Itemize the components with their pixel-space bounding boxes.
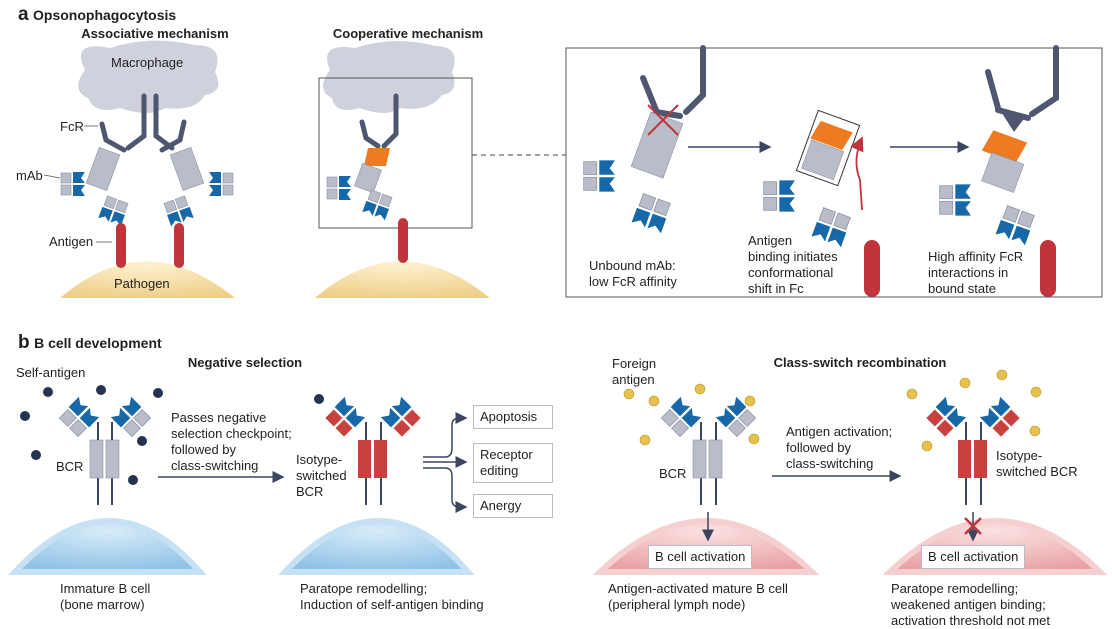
immature-cell-caption: Immature B cell (bone marrow) [60, 581, 151, 612]
outcome-apoptosis: Apoptosis [473, 405, 553, 429]
macrophage-cell-2 [322, 40, 455, 114]
antigen-left [116, 223, 126, 268]
macrophage-cell [78, 40, 219, 113]
foreign-antigen-label: Foreign antigen [612, 356, 657, 387]
b-cell-activation-box-2: B cell activation [921, 545, 1026, 569]
fcr-receptors [99, 93, 187, 153]
class-switch-arrow-text: Antigen activation; followed by class-sw… [786, 424, 893, 471]
panel-b-letter: b [18, 332, 30, 353]
fcr-label: FcR [60, 119, 84, 134]
inset-region-box [318, 77, 473, 229]
pathogen-cell [60, 261, 235, 298]
fc-orange-cooperative [364, 148, 390, 166]
bcr-label-1: BCR [56, 459, 84, 474]
panel-b-heading: b B cell development [18, 332, 162, 354]
panel-b-title: B cell development [34, 335, 162, 351]
mab-left [60, 146, 130, 227]
mature-cell-caption: Antigen-activated mature B cell (periphe… [608, 581, 788, 612]
bcr-immature [57, 396, 153, 505]
panel-a-title: Opsonophagocytosis [33, 7, 177, 23]
foreign-antigen-dots [623, 369, 1042, 452]
switched-b-cell [278, 518, 475, 575]
associative-title: Associative mechanism [81, 26, 229, 41]
bcr-label-2: BCR [659, 466, 687, 481]
antigen-inset-3 [1040, 240, 1056, 297]
negative-selection-arrow-text: Passes negative selection checkpoint; fo… [171, 410, 292, 473]
inset-step1-caption: Unbound mAb: low FcR affinity [589, 258, 677, 289]
switched-bcr-label-1: Isotype- switched BCR [296, 452, 347, 499]
panel-a-heading: a Opsonophagocytosis [18, 4, 176, 26]
self-antigen-label: Self-antigen [16, 365, 86, 380]
antigen-right [174, 223, 184, 268]
macrophage-label: Macrophage [111, 55, 184, 70]
outcome-anergy: Anergy [473, 494, 553, 518]
antigen-inset-2 [864, 240, 880, 297]
blocked-x-icon [964, 517, 982, 535]
mab-label: mAb [16, 168, 43, 183]
pathogen-cell-2 [315, 261, 490, 298]
class-switch-title: Class-switch recombination [773, 355, 947, 370]
outcome-receptor-editing: Receptor editing [473, 443, 553, 483]
bcr-mature-switched [926, 396, 1020, 505]
inset-step2-caption: Antigen binding initiates conformational… [748, 233, 838, 296]
inset-step3-caption: High affinity FcR interactions in bound … [928, 249, 1024, 296]
b-cell-activation-box-1: B cell activation [648, 545, 753, 569]
mab-right [162, 146, 234, 227]
switched-cell-caption: Paratope remodelling; Induction of self-… [300, 581, 484, 612]
pathogen-label: Pathogen [114, 276, 170, 291]
switched-bcr-label-2: Isotype- switched BCR [996, 448, 1078, 479]
antigen-label: Antigen [49, 234, 94, 249]
panel-a-letter: a [18, 4, 29, 25]
switched-mature-cell-caption: Paratope remodelling; weakened antigen b… [891, 581, 1050, 628]
negative-selection-title: Negative selection [187, 355, 303, 370]
bcr-mature [659, 396, 758, 505]
antigen-coop [398, 218, 408, 263]
inset-box [565, 47, 1103, 298]
self-antigen-dots [20, 385, 324, 485]
cooperative-title: Cooperative mechanism [332, 26, 484, 41]
immature-b-cell [8, 518, 207, 575]
